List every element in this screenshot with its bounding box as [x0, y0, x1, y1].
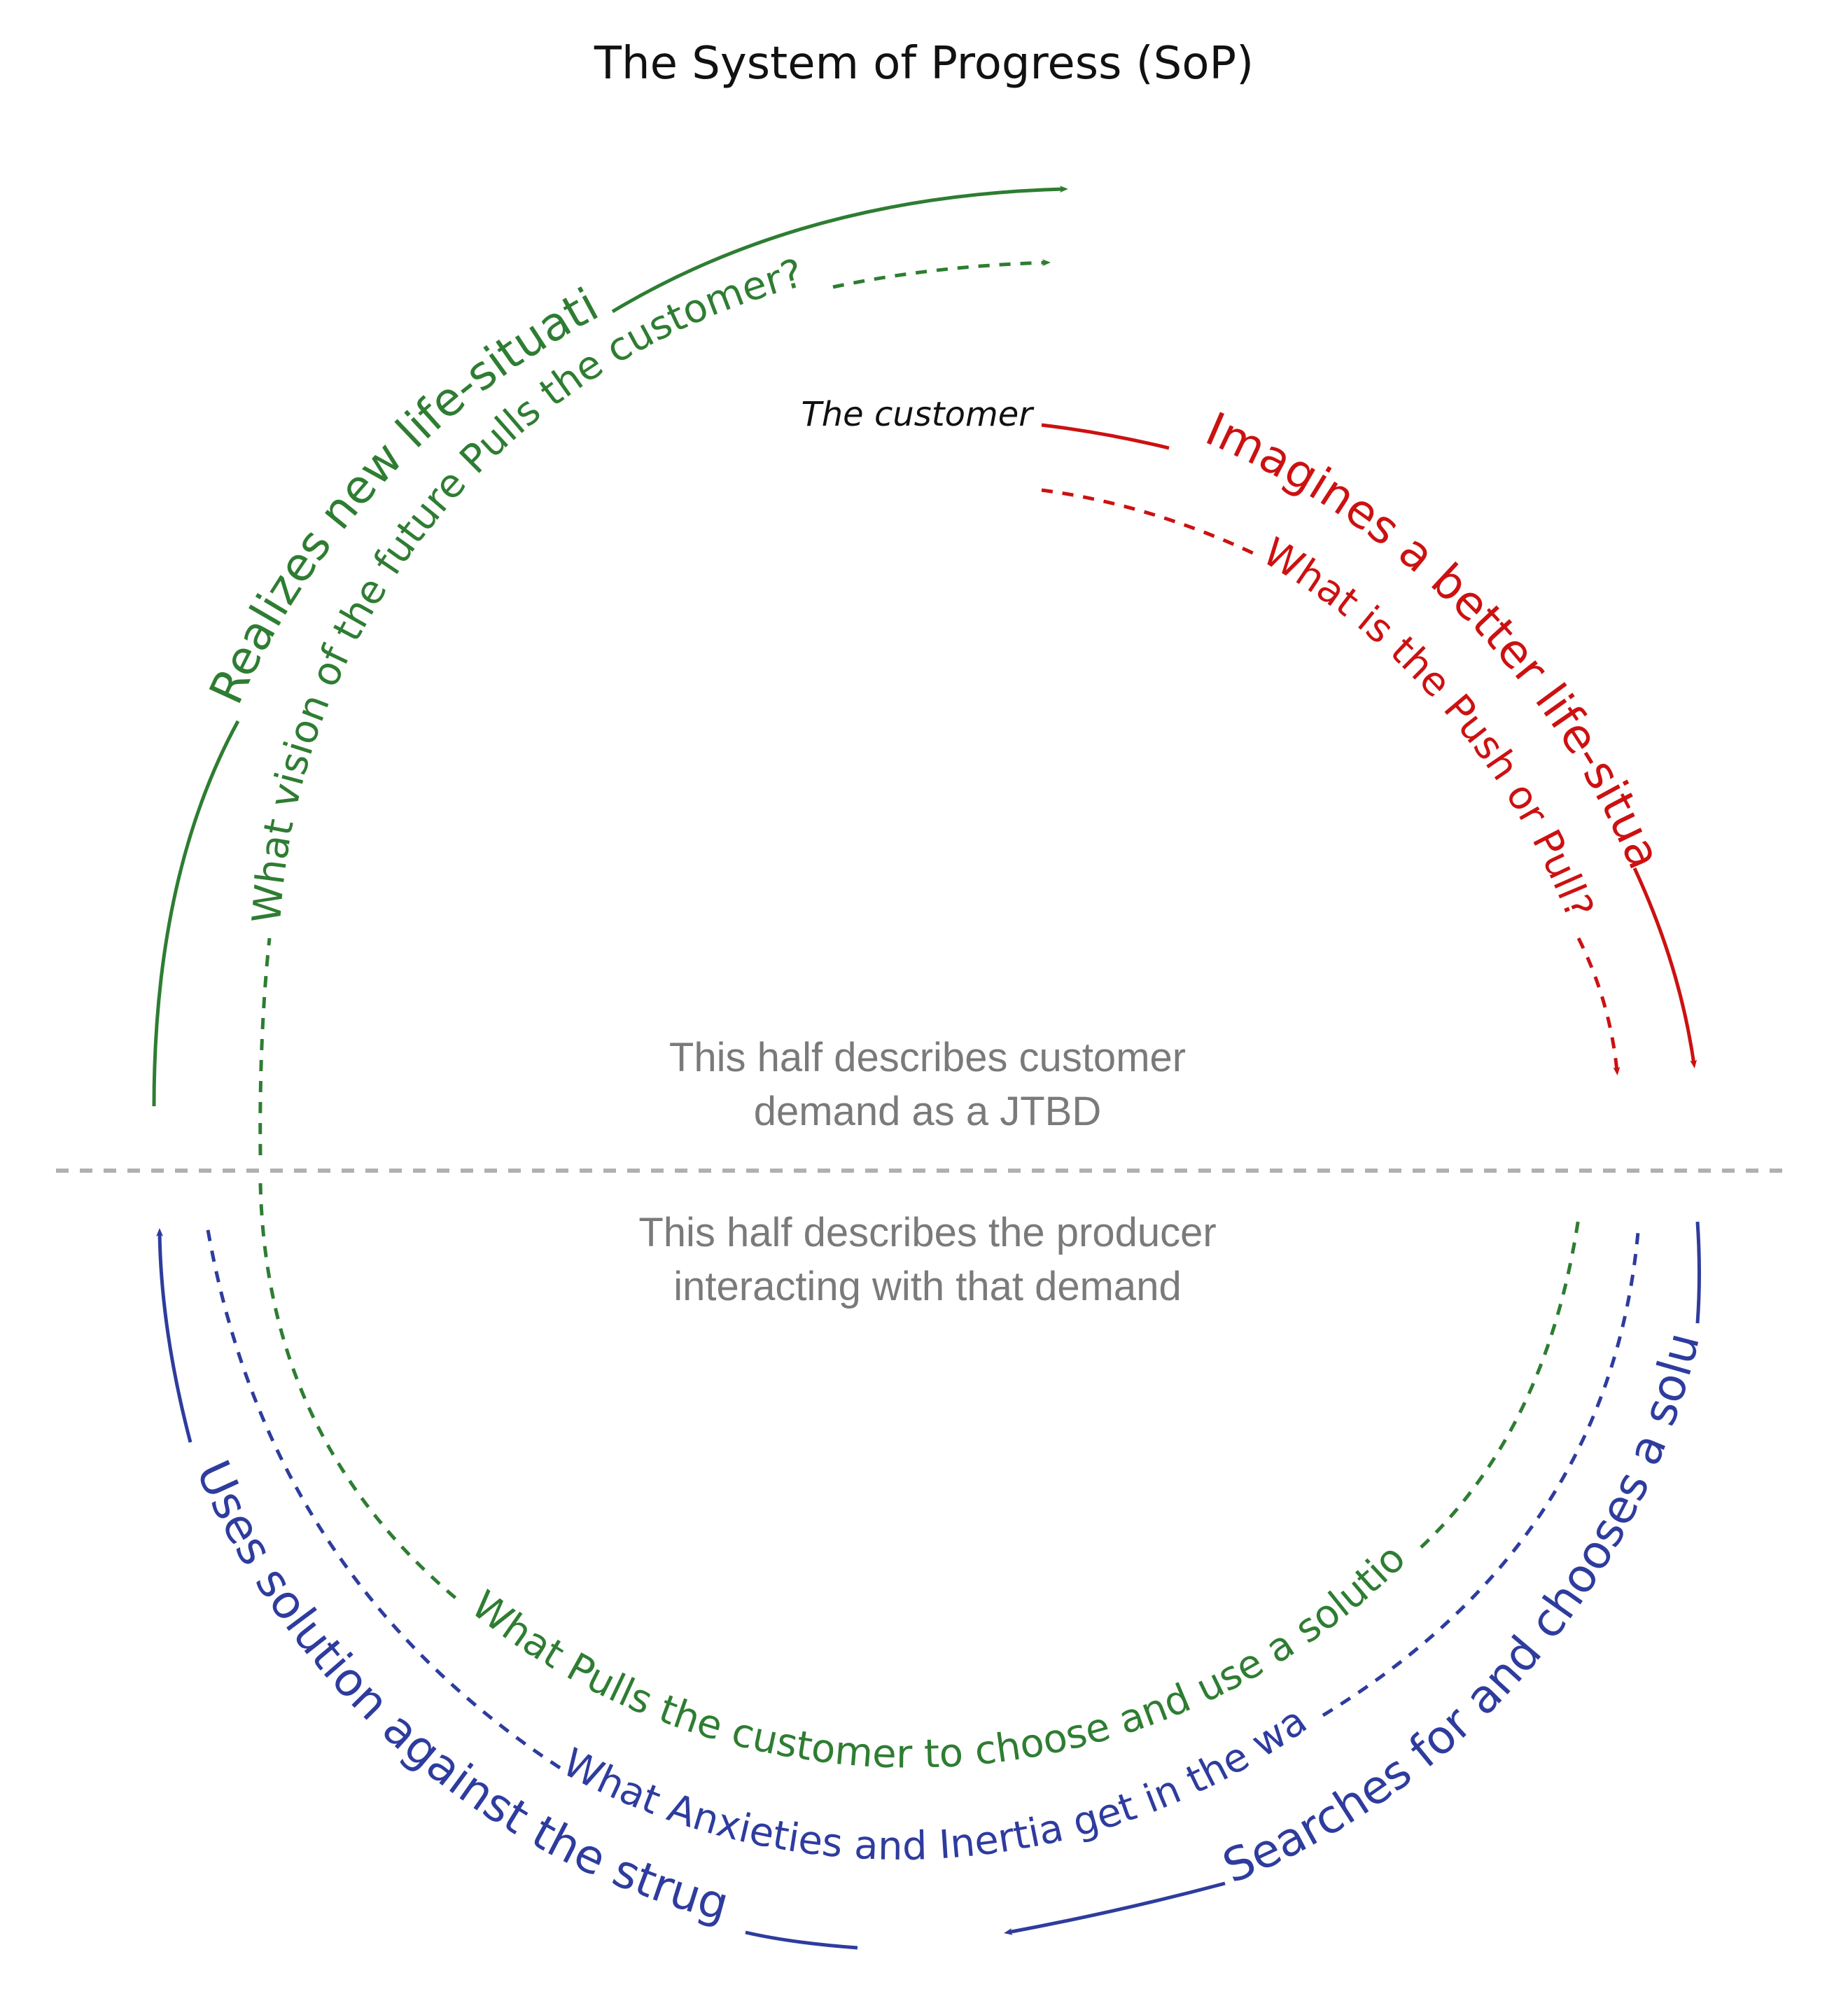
lower-half-caption-line1: This half describes the producer [638, 1210, 1216, 1255]
pulls-question-arc-start [258, 1183, 463, 1605]
vision-question-arc-end [832, 259, 1051, 289]
push-question-arc [1041, 488, 1254, 555]
start-label-the-customer: The customer [801, 395, 1035, 434]
imagine-arc-end [1632, 867, 1698, 1068]
search-arc-start [1695, 1221, 1701, 1324]
uses-arc-start [745, 1930, 858, 1950]
imagine-arc [1041, 423, 1170, 450]
pulls-question-arc-end [1420, 1218, 1581, 1549]
search-arc-end [1004, 1881, 1226, 1935]
upper-half-caption-line2: demand as a JTBD [754, 1089, 1101, 1134]
upper-half-caption-line1: This half describes customer [669, 1035, 1186, 1080]
uses-label: Uses solution against the struggle [0, 0, 734, 1932]
uses-arc-end [156, 1228, 192, 1443]
realize-label: Realizes new life-situation [0, 0, 607, 712]
vision-question-arc [258, 937, 272, 1156]
realize-arc-end [611, 186, 1068, 314]
page-title: The System of Progress (SoP) [594, 38, 1254, 90]
anxieties-question-label: What Anxieties and Inertia get in the wa… [0, 0, 1315, 1869]
push-question-arc-end [1576, 937, 1620, 1075]
anxieties-question-arc-end [204, 1221, 561, 1770]
lower-half-caption-line2: interacting with that demand [673, 1264, 1181, 1309]
imagine-label: Imagines a better life-situation [0, 0, 1672, 877]
realize-arc [152, 720, 240, 1107]
anxieties-question-arc-start [1322, 1232, 1640, 1717]
